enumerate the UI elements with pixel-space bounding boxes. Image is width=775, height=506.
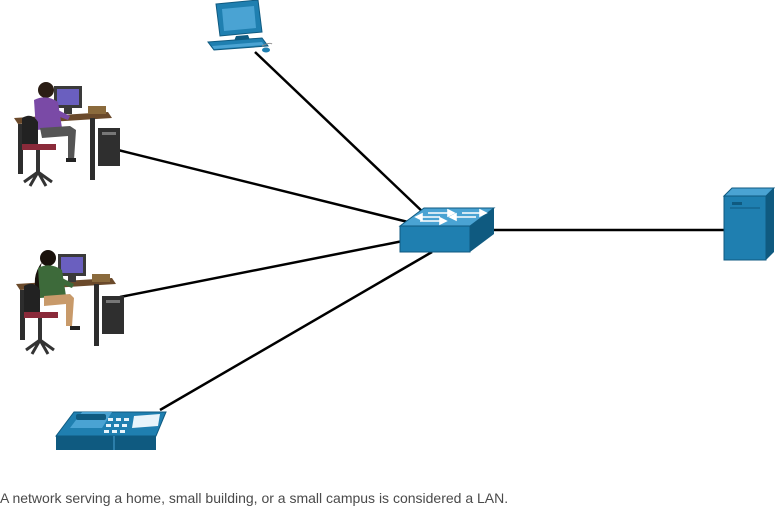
desktop-computer-icon bbox=[207, 0, 273, 53]
ip-phone-icon bbox=[55, 411, 167, 450]
link-phone-switch bbox=[159, 250, 433, 412]
server-icon bbox=[722, 187, 775, 261]
lan-diagram bbox=[14, 0, 775, 450]
link-pc-switch bbox=[254, 51, 426, 215]
workstation-user-icon bbox=[14, 82, 120, 187]
link-worker2-switch bbox=[119, 238, 409, 299]
link-worker1-switch bbox=[117, 148, 409, 224]
diagram-caption: A network serving a home, small building… bbox=[0, 490, 509, 506]
workstation-user-icon bbox=[16, 250, 124, 355]
links bbox=[117, 51, 726, 412]
network-switch-icon bbox=[398, 207, 496, 253]
